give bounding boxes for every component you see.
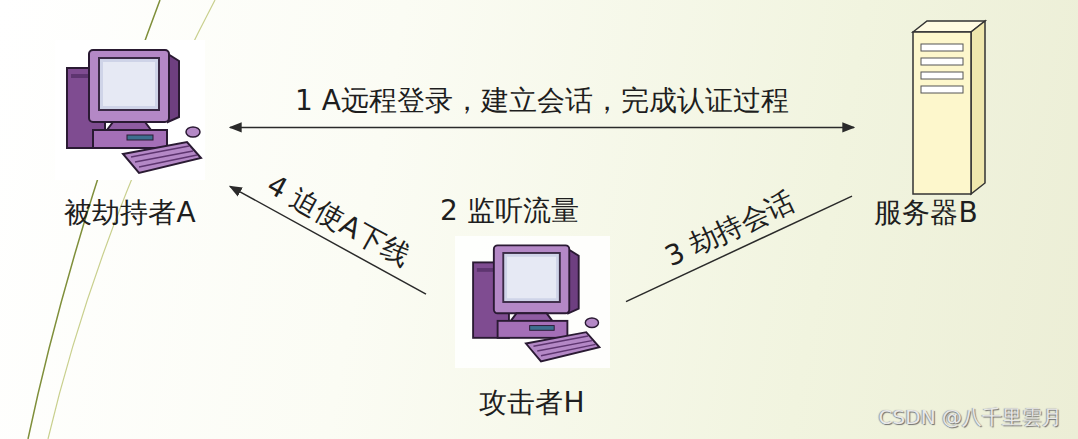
host-name: 攻击者H (479, 386, 584, 420)
host-name: 服务器B (874, 196, 977, 230)
host-node: 被劫持者A (55, 40, 205, 230)
watermark: CSDN @八千里雲月 (879, 405, 1062, 429)
host-name: 被劫持者A (64, 196, 195, 230)
icon-ground (455, 236, 610, 368)
step-label: 3 劫持会话 (660, 184, 800, 273)
step-label: 2 监听流量 (440, 194, 579, 228)
step-label: 4 迫使A下线 (261, 168, 416, 274)
step-label: 1 A远程登录，建立会话，完成认证过程 (295, 85, 789, 119)
computer-icon (67, 50, 201, 173)
host-node: 攻击者H (452, 235, 612, 420)
computer-icon (473, 245, 599, 361)
decor-curve (48, 0, 215, 439)
host-node: 服务器B (860, 18, 992, 230)
icon-ground (55, 40, 205, 180)
server-icon (913, 21, 985, 194)
connector-arrow (230, 127, 854, 129)
